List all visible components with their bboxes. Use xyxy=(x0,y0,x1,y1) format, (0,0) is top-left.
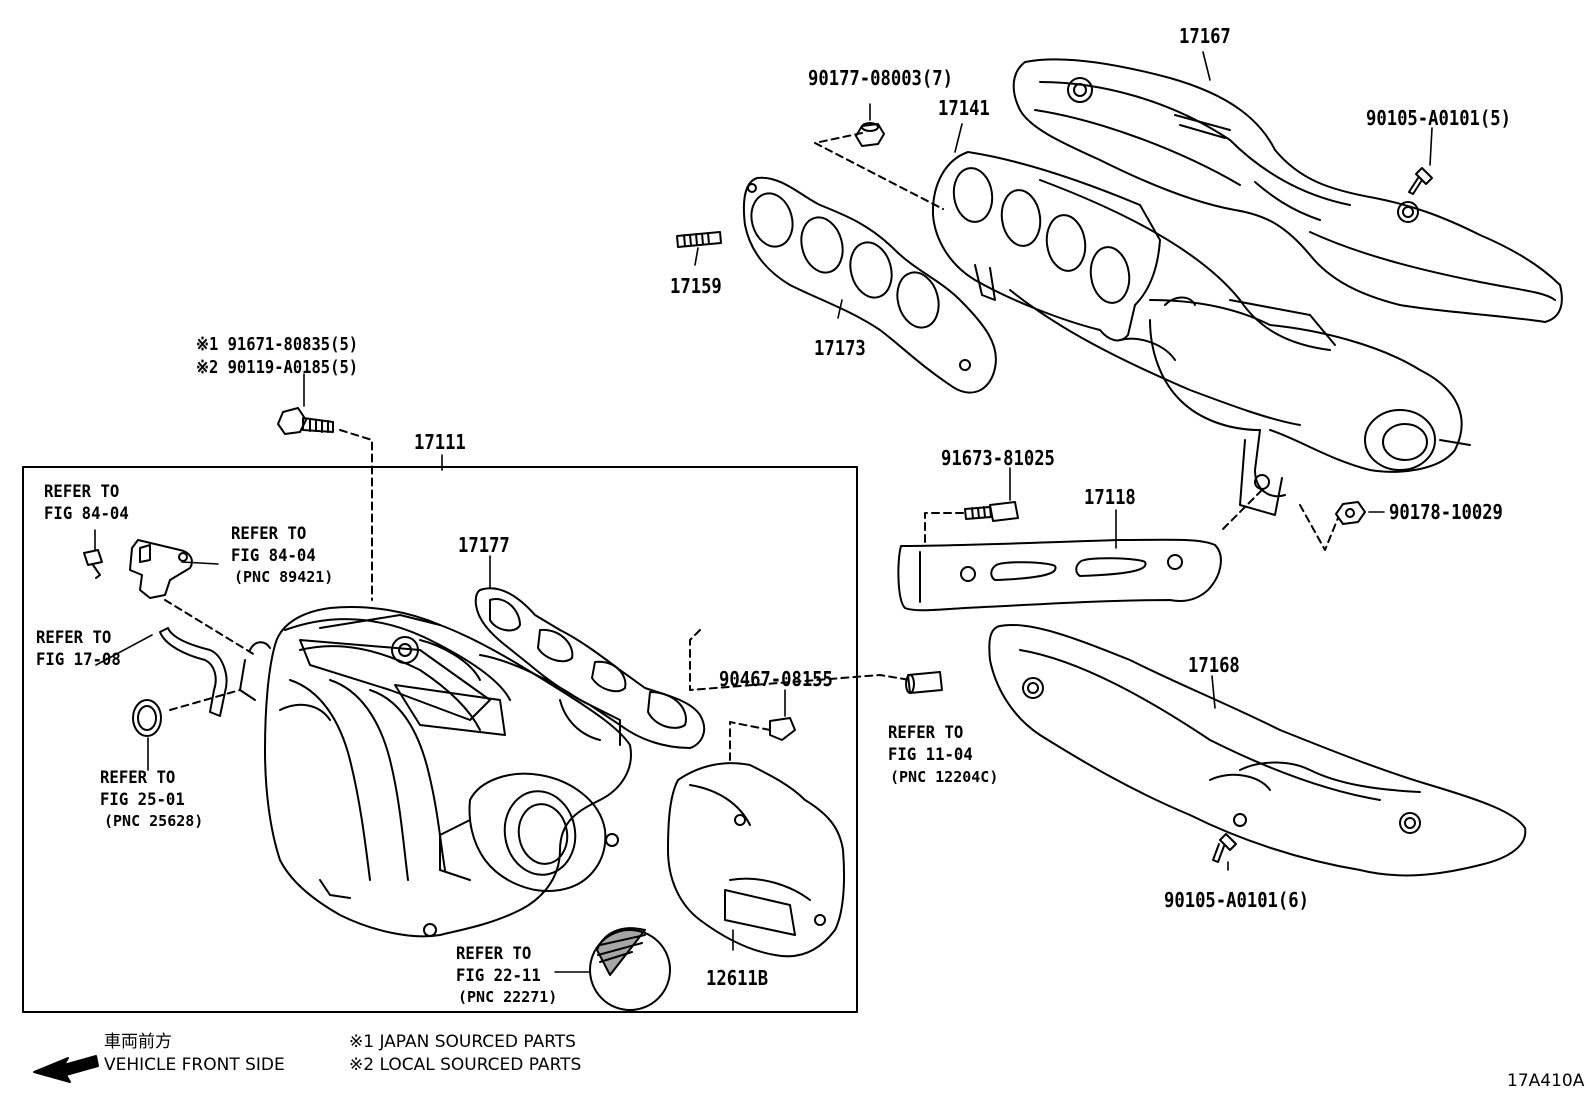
ref2-line1[interactable]: REFER TO xyxy=(231,524,307,544)
ref4-line2[interactable]: FIG 25-01 xyxy=(100,790,185,810)
ref2-pnc: (PNC 89421) xyxy=(234,568,334,586)
callout-91671[interactable]: ※1 91671-80835(5) xyxy=(196,334,359,355)
ref5-pnc: (PNC 12204C) xyxy=(890,768,999,786)
leader-12204c xyxy=(689,629,911,691)
leader-90177 xyxy=(814,132,944,210)
leader-bracket xyxy=(1221,489,1263,531)
clip-90467 xyxy=(769,717,796,741)
callout-17111[interactable]: 17111 xyxy=(414,430,466,454)
legend-note-1: ※1 JAPAN SOURCED PARTS xyxy=(349,1032,576,1052)
intake-manifold xyxy=(239,605,632,938)
leader-ring xyxy=(169,689,241,711)
callout-17141[interactable]: 17141 xyxy=(938,96,990,120)
figure-code: 17A410A xyxy=(1507,1071,1585,1091)
callout-90467[interactable]: 90467-08155 xyxy=(719,667,833,691)
callout-90177[interactable]: 90177-08003(7) xyxy=(808,66,953,90)
manifold-stay-bracket xyxy=(897,538,1222,612)
ref4-line1[interactable]: REFER TO xyxy=(100,768,176,788)
stud-17159 xyxy=(676,231,722,248)
ref2-line2[interactable]: FIG 84-04 xyxy=(231,546,316,566)
ref5-line2[interactable]: FIG 11-04 xyxy=(888,745,973,765)
intake-group-box xyxy=(22,466,858,1013)
bolt-90105-lower xyxy=(1212,833,1237,863)
callout-17177[interactable]: 17177 xyxy=(458,533,510,557)
heat-insulator-lower xyxy=(988,624,1527,877)
bolt-90105-upper xyxy=(1408,167,1433,195)
bolt-91671 xyxy=(277,407,334,435)
engine-cover-12611B xyxy=(667,762,846,958)
leader-91673 xyxy=(924,512,964,548)
leader-90178 xyxy=(1299,504,1339,551)
ref1-line1[interactable]: REFER TO xyxy=(44,482,120,502)
ring-refer-25-01 xyxy=(132,699,162,737)
leader-sensor xyxy=(164,599,256,656)
plug-refer-11-04 xyxy=(905,671,943,694)
callout-leaders xyxy=(94,51,1433,973)
intake-manifold-gasket xyxy=(474,587,706,749)
callout-17173[interactable]: 17173 xyxy=(814,336,866,360)
callout-91673[interactable]: 91673-81025 xyxy=(941,446,1055,470)
callout-17159[interactable]: 17159 xyxy=(670,274,722,298)
legend-note-2: ※2 LOCAL SOURCED PARTS xyxy=(349,1055,582,1075)
callout-17167[interactable]: 17167 xyxy=(1179,24,1231,48)
callout-17118[interactable]: 17118 xyxy=(1084,485,1136,509)
ref1-line2[interactable]: FIG 84-04 xyxy=(44,504,129,524)
callout-90178[interactable]: 90178-10029 xyxy=(1389,500,1503,524)
heat-insulator-upper xyxy=(1012,58,1563,323)
bolt-91673 xyxy=(964,501,1019,522)
direction-en: VEHICLE FRONT SIDE xyxy=(104,1055,285,1075)
filter-refer-22-11 xyxy=(589,927,671,1011)
ref6-line2[interactable]: FIG 22-11 xyxy=(456,966,541,986)
nut-90178 xyxy=(1335,501,1366,525)
hose-refer-17-08 xyxy=(159,627,228,717)
callout-90105-a[interactable]: 90105-A0101(5) xyxy=(1366,106,1511,130)
exhaust-manifold-gasket xyxy=(742,176,997,394)
callout-17168[interactable]: 17168 xyxy=(1188,653,1240,677)
callout-90119[interactable]: ※2 90119-A0185(5) xyxy=(196,357,359,378)
ref6-line1[interactable]: REFER TO xyxy=(456,944,532,964)
direction-jp: 車両前方 xyxy=(104,1032,172,1052)
leader-90467 xyxy=(729,721,771,761)
vehicle-front-arrow-icon xyxy=(33,1055,99,1083)
nut-90177 xyxy=(855,122,885,147)
callout-90105-b[interactable]: 90105-A0101(6) xyxy=(1164,888,1309,912)
sensor-refer-84-04 xyxy=(129,539,193,599)
ref6-pnc: (PNC 22271) xyxy=(458,988,558,1006)
bolt-84-04 xyxy=(83,549,103,579)
ref3-line2[interactable]: FIG 17-08 xyxy=(36,650,121,670)
leader-91671 xyxy=(339,429,373,601)
ref5-line1[interactable]: REFER TO xyxy=(888,723,964,743)
callout-12611B[interactable]: 12611B xyxy=(706,966,769,990)
exhaust-manifold xyxy=(931,151,1471,516)
ref3-line1[interactable]: REFER TO xyxy=(36,628,112,648)
ref4-pnc: (PNC 25628) xyxy=(104,812,204,830)
